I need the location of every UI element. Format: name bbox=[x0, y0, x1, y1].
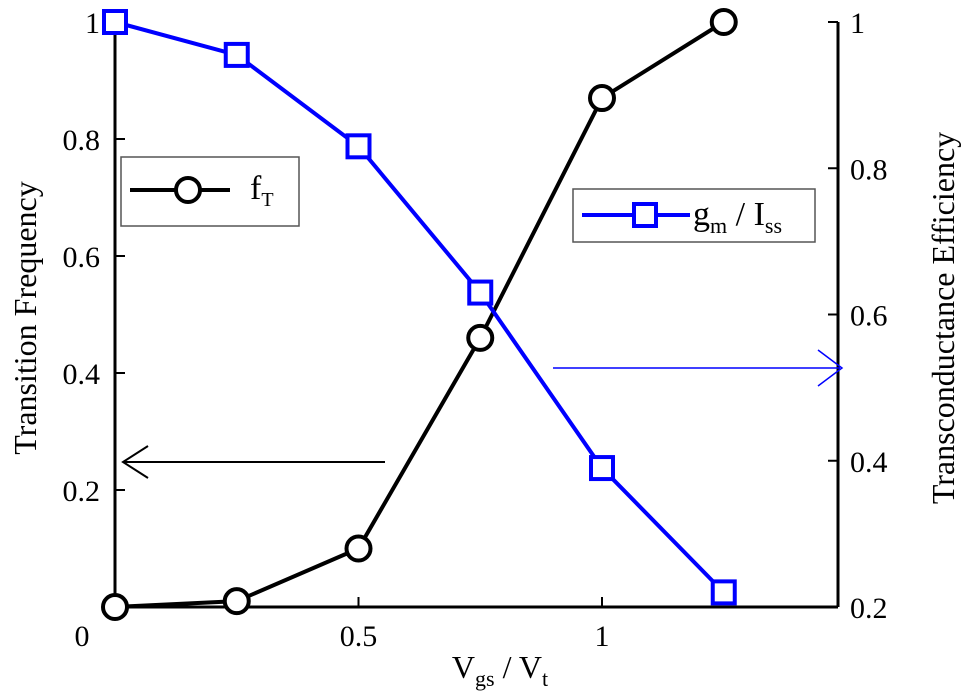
series-line-1 bbox=[114, 20, 726, 594]
legend-right-label-second: I bbox=[754, 196, 765, 233]
legend-right-label-sub: m bbox=[710, 213, 727, 238]
left-axis-arrow bbox=[121, 445, 385, 479]
legend-left: fT bbox=[120, 156, 300, 227]
y-left-axis-title: Transition Frequency bbox=[7, 181, 43, 454]
x-axis-title-second: V bbox=[519, 649, 542, 685]
y-left-tick-label: 0.8 bbox=[63, 124, 101, 157]
x-axis-title-main: V bbox=[452, 649, 475, 685]
x-axis-title-second-sub: t bbox=[542, 666, 548, 691]
y-left-tick-label: 1 bbox=[85, 7, 100, 40]
series-0-point bbox=[222, 587, 251, 616]
legend-right-label-sep: / bbox=[727, 196, 753, 233]
y-right-tick-label: 0.2 bbox=[850, 592, 888, 625]
y-left-tick-label: 0.4 bbox=[63, 358, 101, 391]
series-1-point bbox=[102, 9, 128, 35]
y-right-tick-label: 0.4 bbox=[850, 446, 888, 479]
right-axis-arrow bbox=[553, 349, 844, 387]
legend-left-label-sub: T bbox=[261, 189, 273, 211]
svg-text:gm / Iss: gm / Iss bbox=[693, 196, 782, 238]
y-left-tick-label: 0.2 bbox=[63, 475, 101, 508]
legend-right: gm / Iss bbox=[572, 188, 816, 243]
x-tick-label: 0 bbox=[75, 620, 90, 653]
y-right-axis-title: Transconductance Efficiency bbox=[925, 132, 961, 504]
legend-right-marker bbox=[632, 202, 658, 228]
series-0-point bbox=[588, 84, 616, 113]
series-0-point bbox=[101, 593, 129, 621]
x-axis-title-sep: / bbox=[495, 649, 519, 685]
series-0-point bbox=[466, 323, 495, 352]
series-1-point bbox=[710, 579, 737, 606]
series-1-point bbox=[345, 133, 372, 160]
x-axis-title-main-sub: gs bbox=[475, 666, 495, 691]
series-line-0 bbox=[114, 20, 725, 609]
series-0-point bbox=[709, 8, 738, 36]
y-right-tick-label: 0.8 bbox=[850, 153, 888, 186]
series-0-point bbox=[344, 534, 373, 563]
x-axis-title: Vgs / Vt bbox=[452, 649, 548, 691]
legend-left-label: f bbox=[250, 170, 262, 207]
x-tick-label: 0.5 bbox=[340, 620, 378, 653]
svg-text:fT: fT bbox=[250, 170, 274, 211]
series-layer bbox=[101, 8, 738, 621]
y-right-tick-label: 0.6 bbox=[850, 300, 888, 333]
series-1-point bbox=[223, 41, 250, 68]
series-1-point bbox=[589, 455, 615, 482]
ticks-layer: 0 0.5 1 0.2 0.4 0.6 0.8 1 0.2 0.4 0.6 0.8 1 bbox=[63, 7, 888, 653]
y-right-tick-label: 1 bbox=[850, 7, 865, 40]
y-left-tick-label: 0.6 bbox=[63, 241, 101, 274]
x-tick-label: 1 bbox=[595, 620, 610, 653]
legend-left-marker bbox=[174, 176, 202, 204]
series-1-point bbox=[467, 279, 494, 306]
legend-right-label-main: g bbox=[693, 196, 710, 233]
legend-right-label-second-sub: ss bbox=[765, 213, 782, 238]
